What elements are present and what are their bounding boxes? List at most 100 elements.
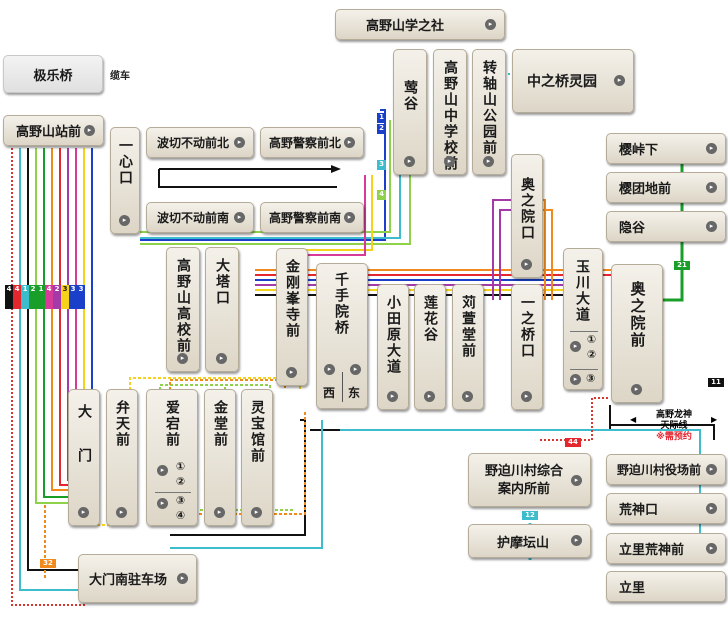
stop-keisatsu-minami[interactable]: 高野警察前南 ▸	[260, 202, 364, 233]
stop-jinja-label: 高野山学之社	[366, 19, 445, 34]
stop-onkoku[interactable]: 隐谷 ▸	[606, 211, 726, 242]
stop-tachisato[interactable]: 立里	[606, 571, 726, 602]
info-icon[interactable]: ▸	[444, 156, 455, 167]
stop-daimon[interactable]: 大门 ▸	[68, 389, 100, 526]
info-icon[interactable]: ▸	[706, 142, 717, 154]
info-icon[interactable]: ▸	[214, 507, 225, 518]
stop-nakanohashi[interactable]: 中之桥灵园 ▸	[512, 49, 634, 113]
stop-namikiri-kita[interactable]: 波切不动前北 ▸	[146, 127, 254, 158]
info-icon[interactable]: ▸	[706, 502, 717, 514]
info-icon[interactable]: ▸	[571, 535, 582, 546]
stop-daitoguchi[interactable]: 大塔口 ▸	[205, 247, 239, 372]
info-icon[interactable]: ▸	[570, 374, 581, 385]
stop-tamagawa-platform-12[interactable]: ①②	[585, 333, 598, 363]
info-icon[interactable]: ▸	[157, 465, 168, 476]
info-icon[interactable]: ▸	[251, 507, 262, 518]
stop-senjuinbashi-east[interactable]: 东	[348, 386, 361, 400]
info-icon[interactable]: ▸	[216, 353, 227, 364]
stop-atago-platform-12[interactable]: ①②	[174, 460, 187, 490]
info-icon[interactable]: ▸	[119, 215, 130, 226]
info-icon[interactable]: ▸	[631, 384, 642, 395]
info-icon[interactable]: ▸	[614, 75, 625, 86]
stop-ichinohashi[interactable]: 一之桥口 ▸	[511, 284, 543, 410]
stop-odawara-label: 小田原大道	[385, 295, 401, 375]
stop-koyasan-station[interactable]: 高野山站前 ▸	[3, 115, 104, 146]
info-icon[interactable]: ▸	[706, 542, 717, 554]
info-icon[interactable]: ▸	[387, 391, 398, 402]
info-icon[interactable]: ▸	[462, 391, 473, 402]
route-tag-1b: 1	[37, 285, 45, 309]
stop-sakura-danchi[interactable]: 樱团地前 ▸	[606, 172, 726, 203]
stop-namikiri-minami[interactable]: 波切不动前南 ▸	[146, 202, 254, 233]
info-icon[interactable]: ▸	[177, 353, 188, 364]
stop-kongobuji[interactable]: 金刚峯寺前 ▸	[276, 248, 308, 386]
stop-chugakko-label: 高野山中学校前	[442, 60, 458, 172]
route-tag-2a: 2	[29, 285, 37, 309]
info-icon[interactable]: ▸	[324, 364, 335, 375]
info-icon[interactable]: ▸	[116, 507, 127, 518]
stop-senjuinbashi[interactable]: 千手院桥 西 东 ▸ ▸	[316, 263, 368, 409]
route-tag-4b: 4	[13, 285, 21, 309]
stop-uguisudani[interactable]: 莺谷 ▸	[393, 49, 427, 175]
info-icon[interactable]: ▸	[78, 507, 89, 518]
stop-bentenmae[interactable]: 弁天前 ▸	[106, 389, 138, 526]
stop-tenjiku-koen[interactable]: 转轴山公园前 ▸	[472, 49, 506, 175]
route-tag-4a: 4	[5, 285, 13, 309]
info-icon[interactable]: ▸	[521, 259, 532, 270]
route-badge-21: 21	[674, 261, 690, 270]
stop-keisatsu-kita[interactable]: 高野警察前北 ▸	[260, 127, 364, 158]
stop-odawara[interactable]: 小田原大道 ▸	[377, 284, 409, 410]
info-icon[interactable]: ▸	[571, 475, 582, 486]
stop-reihokan[interactable]: 灵宝馆前 ▸	[241, 389, 273, 526]
stop-kondo[interactable]: 金堂前 ▸	[204, 389, 236, 526]
info-icon[interactable]: ▸	[177, 572, 188, 584]
info-icon[interactable]: ▸	[234, 211, 245, 223]
info-icon[interactable]: ▸	[404, 156, 415, 167]
info-icon[interactable]: ▸	[286, 367, 297, 378]
stop-tamagawa[interactable]: 玉川大道 ①② ③ ▸ ▸	[563, 248, 603, 390]
stop-arakamiguchi[interactable]: 荒神口 ▸	[606, 493, 726, 524]
stop-gomadanzan[interactable]: 护摩坛山 ▸	[468, 524, 591, 558]
info-icon[interactable]: ▸	[570, 341, 581, 352]
info-icon[interactable]: ▸	[483, 156, 494, 167]
route-badge-4: 4	[377, 190, 386, 200]
info-icon[interactable]: ▸	[706, 463, 717, 475]
stop-okunoin-guchi[interactable]: 奥之院口 ▸	[511, 154, 543, 278]
info-icon[interactable]: ▸	[424, 391, 435, 402]
stop-rengedani[interactable]: 莲花谷 ▸	[414, 284, 446, 410]
info-icon[interactable]: ▸	[157, 498, 168, 509]
stop-arakamiguchi-label: 荒神口	[619, 503, 659, 518]
stop-daimon-parking[interactable]: 大门南驻车场 ▸	[78, 554, 197, 603]
info-icon[interactable]: ▸	[350, 364, 361, 375]
info-icon[interactable]: ▸	[706, 181, 717, 193]
info-icon[interactable]: ▸	[344, 211, 355, 223]
arrow-right-icon: ▶	[711, 415, 718, 424]
stop-chugakko[interactable]: 高野山中学校前 ▸	[433, 49, 467, 175]
route-line-light-green	[35, 148, 75, 504]
stop-sakuratoge[interactable]: 樱峠下 ▸	[606, 133, 726, 164]
stop-senjuinbashi-west[interactable]: 西	[323, 386, 336, 400]
stop-nosegawa-yakuba[interactable]: 野迫川村役场前 ▸	[606, 454, 726, 485]
info-icon[interactable]: ▸	[234, 136, 245, 148]
info-icon[interactable]: ▸	[84, 124, 95, 136]
info-icon[interactable]: ▸	[521, 391, 532, 402]
stop-koko-label: 高野山高校前	[175, 258, 191, 354]
stop-tamagawa-platform-3[interactable]: ③	[586, 372, 596, 385]
stop-karukaya[interactable]: 苅萱堂前 ▸	[452, 284, 484, 410]
info-icon[interactable]: ▸	[485, 18, 496, 30]
stop-atago[interactable]: 爱宕前 ①② ③④ ▸ ▸	[146, 389, 198, 526]
stop-okunoin[interactable]: 奥之院前 ▸	[611, 264, 663, 403]
stop-koko[interactable]: 高野山高校前 ▸	[166, 247, 200, 372]
stop-tachisato-arakami[interactable]: 立里荒神前 ▸	[606, 533, 726, 564]
stop-isshinguchi[interactable]: 一心口 ▸	[110, 127, 140, 234]
info-icon[interactable]: ▸	[344, 136, 355, 148]
route-tag-2b: 2	[53, 285, 61, 309]
stop-atago-platform-34[interactable]: ③④	[174, 494, 187, 524]
stop-daimon-label: 大门	[76, 404, 92, 492]
stop-gokurakubashi[interactable]: 极乐桥	[3, 55, 103, 93]
route-tag-1a: 1	[21, 285, 29, 309]
stop-nosegawa-center[interactable]: 野迫川村综合案内所前 ▸	[468, 453, 591, 507]
stop-nakanohashi-label: 中之桥灵园	[527, 74, 597, 90]
info-icon[interactable]: ▸	[706, 220, 717, 232]
stop-jinja[interactable]: 高野山学之社 ▸	[335, 9, 505, 40]
